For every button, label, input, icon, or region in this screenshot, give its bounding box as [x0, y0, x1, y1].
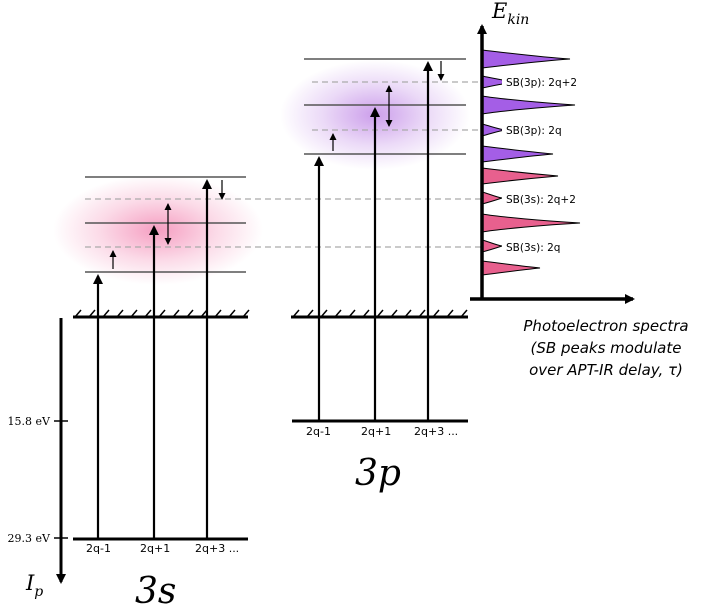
spectrum-caption: over APT-IR delay, τ) — [529, 361, 683, 379]
ip-tick-label: 15.8 eV — [8, 415, 51, 428]
sideband-label: SB(3s): 2q — [506, 242, 560, 254]
3p-harmonic-label: 2q+3 ... — [414, 425, 458, 438]
3s-harmonic-label: 2q-1 — [86, 542, 111, 555]
ekin-axis-label: Ekin — [491, 0, 529, 28]
3p-harmonic-peak — [481, 49, 571, 69]
3s-harmonic-label: 2q+3 ... — [195, 542, 239, 555]
sideband-dashed-lines — [85, 81, 492, 248]
3p-sideband-peak — [481, 123, 506, 137]
3p-harmonic-label: 2q+1 — [361, 425, 391, 438]
ip-axis: 15.8 eV 29.3 eV Ip — [8, 318, 68, 600]
3s-continuum-glow — [53, 175, 263, 285]
3p-panel-label: 3p — [355, 453, 401, 494]
3p-harmonic-peak — [481, 95, 576, 115]
3s-sideband-peak — [481, 191, 503, 205]
3s-sideband-peak — [481, 239, 503, 253]
3s-panel: 2q-1 2q+1 2q+3 ... 3s — [73, 176, 250, 606]
spectrum-caption: (SB peaks modulate — [531, 339, 682, 357]
3s-harmonic-label: 2q+1 — [140, 542, 170, 555]
3s-harmonic-peak — [481, 167, 559, 185]
photoelectron-spectrum: SB(3p): 2q+2 SB(3p): 2q SB(3s): 2q+2 SB(… — [470, 0, 689, 379]
3s-harmonic-peak — [481, 260, 541, 276]
3p-harmonic-peak — [481, 145, 554, 163]
ip-axis-label: Ip — [25, 571, 43, 600]
3p-threshold-hatch — [292, 309, 468, 318]
3s-harmonic-peak — [481, 213, 581, 233]
sideband-label: SB(3p): 2q — [506, 125, 562, 137]
3p-harmonic-label: 2q-1 — [306, 425, 331, 438]
ip-tick-label: 29.3 eV — [8, 532, 51, 545]
3s-panel-label: 3s — [135, 571, 176, 606]
sideband-label: SB(3p): 2q+2 — [506, 77, 577, 89]
3p-panel: 2q-1 2q+1 2q+3 ... 3p — [291, 58, 468, 494]
sideband-label: SB(3s): 2q+2 — [506, 194, 576, 206]
spectrum-caption: Photoelectron spectra — [523, 317, 688, 335]
